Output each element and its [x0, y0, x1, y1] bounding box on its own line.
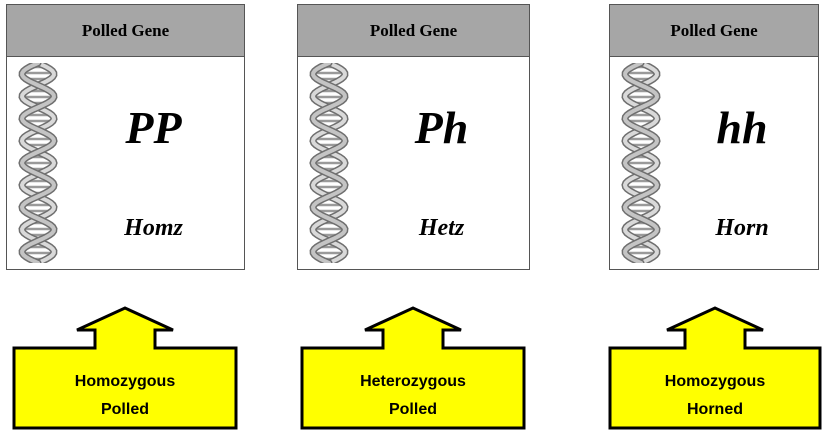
dna-strand: [310, 63, 348, 263]
dna-helix-icon: [18, 63, 58, 263]
up-arrow-callout-shape: [608, 306, 822, 430]
callout-label-line2: Polled: [388, 401, 437, 418]
card-header: Polled Gene: [298, 5, 529, 57]
callout-label-line1: Homozygous: [74, 373, 176, 390]
dna-strand: [310, 63, 348, 263]
callout-label: Heterozygous Polled: [300, 368, 526, 424]
callout-label-line1: Homozygous: [664, 373, 766, 390]
dna-strand: [622, 63, 660, 263]
card-header: Polled Gene: [7, 5, 244, 57]
card-body: PP Homz: [7, 57, 244, 267]
zygosity-abbreviation: Hetz: [418, 215, 465, 241]
up-arrow-callout-shape: [300, 306, 526, 430]
gene-card-heterozygous-polled: Polled Gene Ph Hetz: [297, 4, 530, 270]
dna-strand: [622, 63, 660, 263]
genotype-label: PP: [125, 102, 182, 153]
card-header: Polled Gene: [610, 5, 818, 57]
callout-label: Homozygous Horned: [608, 368, 822, 424]
card-body: Ph Hetz: [298, 57, 529, 267]
gene-card-homozygous-horned: Polled Gene hh Horn: [609, 4, 819, 270]
callout-label-line2: Horned: [687, 401, 743, 418]
genotype-label: hh: [716, 102, 768, 153]
dna-helix-icon: [621, 63, 661, 263]
zygosity-abbreviation: Homz: [124, 215, 183, 241]
card-body: hh Horn: [610, 57, 818, 267]
callout-label-line1: Heterozygous: [360, 373, 466, 390]
genotype-label: Ph: [414, 102, 469, 153]
callout-homozygous-horned: Homozygous Horned: [608, 306, 822, 430]
gene-card-homozygous-polled: Polled Gene PP Homz: [6, 4, 245, 270]
callout-label-line2: Polled: [100, 401, 149, 418]
dna-strand: [19, 63, 57, 263]
dna-helix-icon: [309, 63, 349, 263]
up-arrow-callout-shape: [12, 306, 238, 430]
zygosity-abbreviation: Horn: [715, 215, 769, 241]
callout-homozygous-polled: Homozygous Polled: [12, 306, 238, 430]
dna-strand: [19, 63, 57, 263]
callout-label: Homozygous Polled: [12, 368, 238, 424]
callout-heterozygous-polled: Heterozygous Polled: [300, 306, 526, 430]
